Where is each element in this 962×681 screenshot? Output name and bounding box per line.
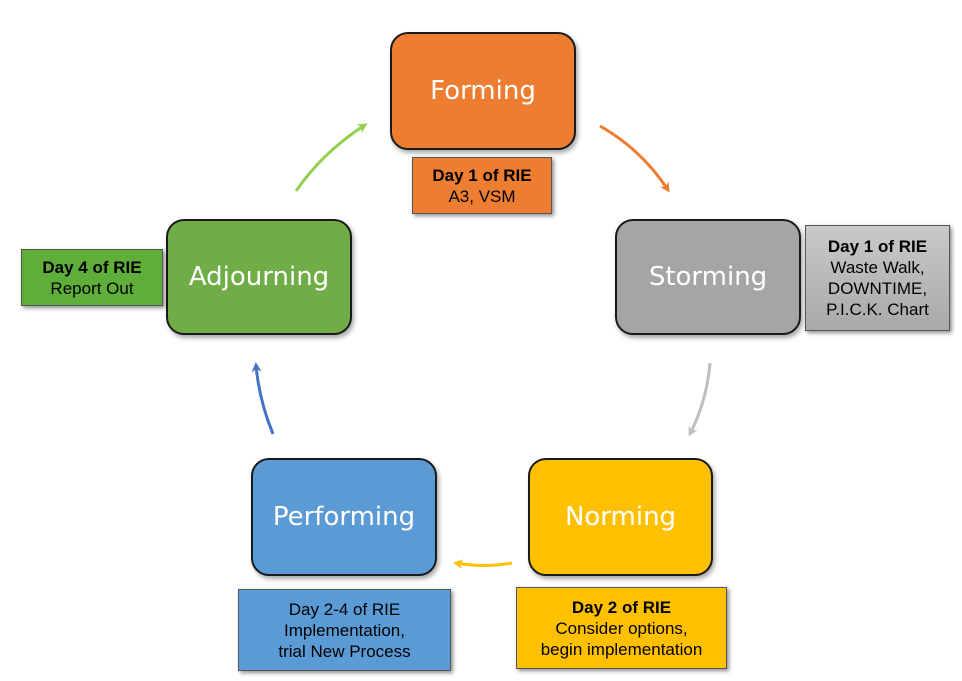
stage-forming: Forming <box>390 32 576 150</box>
stage-norming: Norming <box>528 458 713 576</box>
note-storming-text-2: DOWNTIME, <box>827 279 928 298</box>
note-forming-text: A3, VSM <box>448 186 516 206</box>
stage-forming-label: Forming <box>430 76 536 106</box>
note-norming: Day 2 of RIE Consider options, begin imp… <box>516 587 727 669</box>
arrow-performing-to-adjourning <box>251 362 275 435</box>
note-adjourning-text: Report Out <box>50 278 134 298</box>
arrow-storming-to-norming <box>688 362 712 437</box>
arrow-norming-to-performing <box>453 559 513 570</box>
stage-performing-label: Performing <box>272 502 416 532</box>
note-norming-text-1: Consider options, <box>555 618 688 638</box>
note-storming-text-3: P.I.C.K. Chart <box>826 300 929 319</box>
note-adjourning: Day 4 of RIE Report Out <box>21 249 163 306</box>
stage-adjourning-label: Adjourning <box>188 262 330 292</box>
note-storming-title: Day 1 of RIE <box>827 237 928 256</box>
note-storming-text-1: Waste Walk, <box>830 258 925 277</box>
note-adjourning-title: Day 4 of RIE <box>42 257 142 277</box>
stage-performing: Performing <box>251 458 437 576</box>
note-norming-title: Day 2 of RIE <box>571 597 672 617</box>
note-performing: Day 2-4 of RIE Implementation, trial New… <box>238 589 451 671</box>
note-forming: Day 1 of RIE A3, VSM <box>412 157 552 214</box>
arrow-adjourning-to-forming <box>294 123 368 192</box>
note-forming-title: Day 1 of RIE <box>432 165 532 185</box>
stage-storming-label: Storming <box>648 262 768 292</box>
note-performing-text-2: trial New Process <box>278 641 411 661</box>
stage-adjourning: Adjourning <box>166 219 352 335</box>
arrow-forming-to-storming <box>599 124 670 193</box>
stage-storming: Storming <box>615 219 801 335</box>
note-norming-text-2: begin implementation <box>540 639 703 659</box>
note-storming: Day 1 of RIE Waste Walk, DOWNTIME, P.I.C… <box>805 225 950 331</box>
stage-norming-label: Norming <box>564 502 677 532</box>
note-performing-title: Day 2-4 of RIE <box>288 599 401 619</box>
note-performing-text-1: Implementation, <box>284 620 405 640</box>
